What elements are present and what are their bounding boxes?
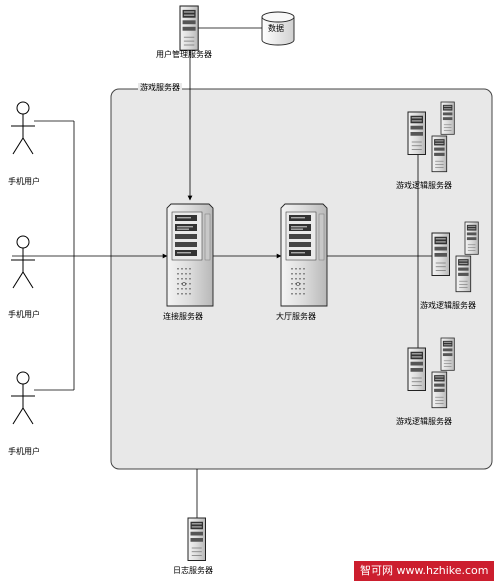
game-logic-server-2-label: 游戏逻辑服务器 xyxy=(420,301,476,310)
mobile-user-3-label: 手机用户 xyxy=(8,447,40,456)
lobby-server-label: 大厅服务器 xyxy=(276,312,316,321)
game-logic-server-3-label: 游戏逻辑服务器 xyxy=(396,417,452,426)
connect-server-label: 连接服务器 xyxy=(163,312,203,321)
watermark: 智可网 www.hzhike.com xyxy=(354,561,494,581)
mobile-user-1-icon xyxy=(10,101,36,155)
user-mgmt-server-icon xyxy=(179,5,199,51)
log-server-icon xyxy=(187,517,207,562)
mobile-user-1-label: 手机用户 xyxy=(8,177,40,186)
database-label: 数据 xyxy=(268,24,284,33)
user-mgmt-server-label: 用户管理服务器 xyxy=(156,50,212,59)
game-server-group-label: 游戏服务器 xyxy=(138,83,182,93)
mobile-user-2-icon xyxy=(10,235,36,289)
database-icon xyxy=(261,11,295,46)
mobile-user-3-icon xyxy=(10,371,36,425)
log-server-label: 日志服务器 xyxy=(173,566,213,575)
connection-lines xyxy=(12,27,432,518)
mobile-user-2-label: 手机用户 xyxy=(8,310,40,319)
lobby-server-icon xyxy=(280,203,328,307)
game-logic-server-1-label: 游戏逻辑服务器 xyxy=(396,181,452,190)
connect-server-icon xyxy=(166,203,214,307)
